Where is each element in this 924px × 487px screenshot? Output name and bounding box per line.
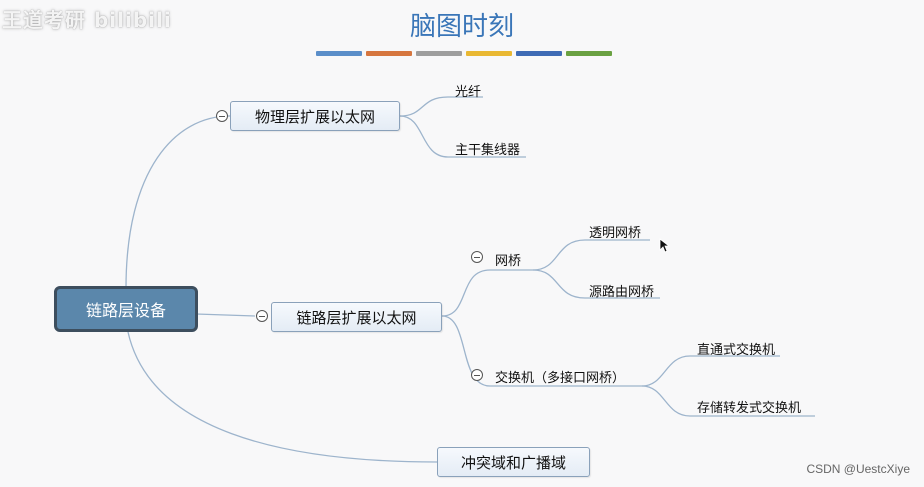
link-bridge-sourceroute	[532, 269, 660, 299]
link-root-domains	[127, 331, 438, 463]
mouse-cursor-icon	[659, 238, 671, 253]
node-datalink-ethernet[interactable]: 链路层扩展以太网	[271, 302, 442, 332]
link-root-physical	[125, 115, 231, 289]
node-physical-ethernet[interactable]: 物理层扩展以太网	[230, 101, 400, 131]
color-bar-3	[416, 51, 462, 56]
node-switch[interactable]: 交换机（多接口网桥）	[495, 371, 626, 386]
root-node[interactable]: 链路层设备	[54, 286, 198, 332]
node-bridge[interactable]: 网桥	[495, 254, 522, 269]
color-bar-4	[466, 51, 512, 56]
collapse-toggle-datalink[interactable]	[256, 310, 268, 322]
collapse-toggle-bridge[interactable]	[471, 251, 483, 263]
page-title: 脑图时刻	[409, 12, 514, 42]
leaf-source-route-bridge[interactable]: 源路由网桥	[589, 285, 655, 300]
collapse-toggle-physical[interactable]	[216, 110, 228, 122]
link-switch-storefwd	[641, 385, 815, 417]
link-bridge-transparent	[532, 239, 650, 271]
link-datalink-bridge	[441, 269, 533, 317]
link-switch-cutthrough	[641, 355, 780, 387]
leaf-cut-through-switch[interactable]: 直通式交换机	[697, 343, 776, 358]
author-credit: CSDN @UestcXiye	[806, 462, 910, 476]
leaf-fiber[interactable]: 光纤	[455, 85, 482, 100]
leaf-transparent-bridge[interactable]: 透明网桥	[589, 226, 642, 241]
leaf-backbone-hub[interactable]: 主干集线器	[455, 143, 521, 158]
color-bar-5	[516, 51, 562, 56]
video-watermark: 王道考研 bilibili	[2, 8, 172, 32]
color-bar-1	[316, 51, 362, 56]
link-physical-hub	[399, 115, 526, 158]
color-bar-2	[366, 51, 412, 56]
link-datalink-switch	[441, 315, 642, 387]
link-physical-fiber	[399, 96, 483, 117]
collapse-toggle-switch[interactable]	[471, 369, 483, 381]
link-root-datalink	[195, 313, 256, 317]
color-bar-6	[566, 51, 612, 56]
node-collision-broadcast-domains[interactable]: 冲突域和广播域	[437, 447, 590, 477]
leaf-store-forward-switch[interactable]: 存储转发式交换机	[697, 401, 802, 416]
